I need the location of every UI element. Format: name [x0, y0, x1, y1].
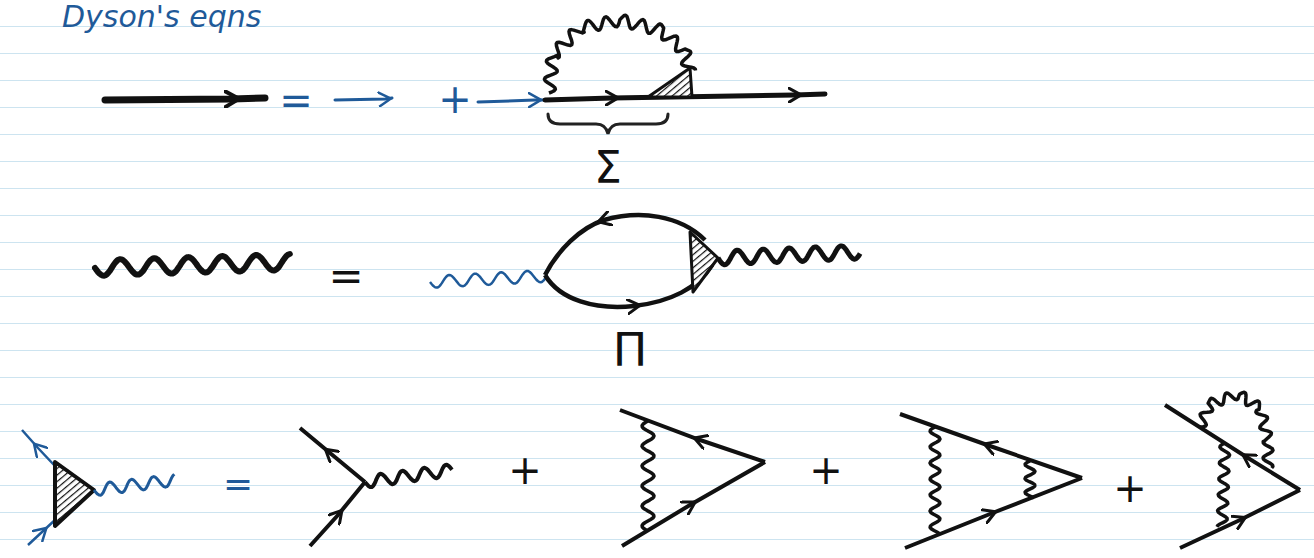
bare-photon-line — [430, 271, 545, 288]
photon-line — [1200, 392, 1273, 468]
photon-line — [930, 427, 940, 535]
vertex-function — [55, 462, 94, 526]
fermion-line — [300, 428, 365, 482]
fermion-line — [900, 414, 1082, 478]
fermion-loop — [545, 215, 705, 275]
fermion-line — [620, 410, 765, 462]
vertex-function — [648, 68, 692, 97]
plus-sign: + — [508, 450, 542, 490]
bare-fermion-line — [478, 100, 545, 102]
plus-sign: + — [809, 450, 843, 490]
equals-sign: = — [223, 466, 253, 502]
photon-line — [365, 465, 452, 487]
fermion-line — [1165, 405, 1300, 490]
photon-line — [642, 421, 654, 530]
photon-line — [1217, 443, 1230, 527]
photon-line — [94, 474, 174, 495]
vertex-function — [690, 232, 718, 292]
bare-fermion-line — [335, 98, 392, 100]
dressed-photon-line — [95, 254, 290, 276]
bare-fermion-line — [28, 520, 55, 545]
polarization-symbol: Π — [613, 327, 648, 373]
photon-line — [1025, 461, 1035, 498]
equals-sign: = — [279, 80, 313, 120]
brace — [548, 114, 668, 134]
heading: Dyson's eqns — [62, 2, 261, 32]
plus-sign: + — [438, 79, 472, 119]
self-energy-symbol: Σ — [594, 146, 622, 190]
bare-fermion-line — [22, 430, 55, 466]
plus-sign: + — [1113, 468, 1147, 508]
equals-sign: = — [328, 255, 363, 297]
fermion-loop — [545, 265, 712, 307]
fermion-line — [1180, 490, 1300, 548]
dressed-fermion-line — [105, 98, 265, 100]
fermion-line — [310, 482, 365, 546]
dressed-photon-line — [718, 246, 860, 265]
